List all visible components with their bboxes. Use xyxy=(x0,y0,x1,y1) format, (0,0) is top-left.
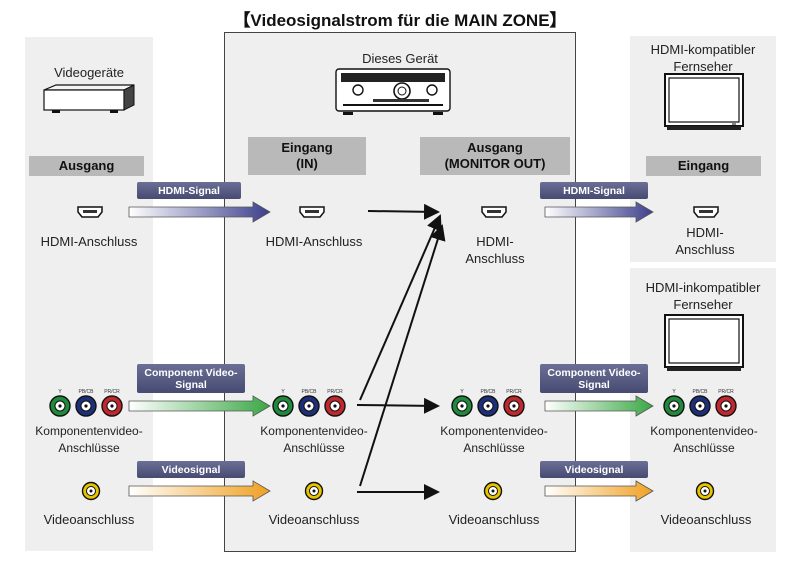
receiver-output-header: Ausgang (MONITOR OUT) xyxy=(420,137,570,175)
video-signal-tag: Videosignal xyxy=(137,461,245,478)
composite-jack-icon xyxy=(483,481,503,501)
component-arrow xyxy=(128,395,271,417)
receiver-out-hdmi-label: HDMI- Anschluss xyxy=(465,234,525,266)
route-arrow xyxy=(356,397,440,414)
non-hdmi-tv-label: HDMI-inkompatibler Fernseher xyxy=(645,280,761,312)
receiver-out-component-label: Komponentenvideo- Anschlüsse xyxy=(440,424,548,455)
player-icon xyxy=(43,84,135,113)
component-jack-label: Y xyxy=(672,389,676,395)
component-arrow xyxy=(544,395,654,417)
component-jack-label: Y xyxy=(281,389,285,395)
source-hdmi-label: HDMI-Anschluss xyxy=(40,234,138,249)
component-jack-label: PR/CR xyxy=(104,389,120,395)
tv-component-label: Komponentenvideo- Anschlüsse xyxy=(650,424,758,455)
hdmi-arrow xyxy=(128,201,271,223)
component-jack-label: PB/CB xyxy=(78,389,94,395)
hdmi-tv-hdmi-label: HDMI- Anschluss xyxy=(675,225,735,257)
hdmi-port-icon xyxy=(693,206,719,218)
receiver-in-hdmi-label: HDMI-Anschluss xyxy=(265,234,363,249)
hdmi-tv-label: HDMI-kompatibler Fernseher xyxy=(650,42,756,74)
receiver-panel xyxy=(224,32,576,552)
receiver-icon xyxy=(335,68,451,115)
component-jack-label: PB/CB xyxy=(301,389,317,395)
tv-icon xyxy=(664,73,744,130)
receiver-input-header: Eingang (IN) xyxy=(248,137,366,175)
receiver-out-video-label: Videoanschluss xyxy=(448,512,540,527)
hdmi-port-icon xyxy=(77,206,103,218)
source-video-label: Videoanschluss xyxy=(43,512,135,527)
hdmi-port-icon xyxy=(299,206,325,218)
composite-jack-icon xyxy=(695,481,715,501)
diagram-title: 【Videosignalstrom für die MAIN ZONE】 xyxy=(233,11,567,30)
tv-video-label: Videoanschluss xyxy=(660,512,752,527)
receiver-label: Dieses Gerät xyxy=(362,51,438,66)
component-jack-icon: Y PB/CB PR/CR xyxy=(49,389,123,417)
video-arrow xyxy=(544,480,654,502)
receiver-in-component-label: Komponentenvideo- Anschlüsse xyxy=(260,424,368,455)
source-output-header: Ausgang xyxy=(29,156,144,176)
receiver-in-video-label: Videoanschluss xyxy=(268,512,360,527)
hdmi-signal-tag: HDMI-Signal xyxy=(137,182,241,199)
component-jack-icon: Y PB/CB PR/CR xyxy=(272,389,346,417)
hdmi-tv-input-header: Eingang xyxy=(646,156,761,176)
composite-jack-icon xyxy=(81,481,101,501)
route-arrow xyxy=(359,224,446,487)
component-signal-tag: Component Video- Signal xyxy=(137,364,245,393)
component-jack-label: PB/CB xyxy=(480,389,496,395)
video-arrow xyxy=(128,480,271,502)
tv-icon xyxy=(664,314,744,371)
component-jack-icon: Y PB/CB PR/CR xyxy=(451,389,525,417)
component-jack-label: PR/CR xyxy=(327,389,343,395)
component-jack-label: PR/CR xyxy=(718,389,734,395)
route-arrow xyxy=(359,214,442,401)
component-jack-label: Y xyxy=(58,389,62,395)
component-jack-label: Y xyxy=(460,389,464,395)
hdmi-port-icon xyxy=(481,206,507,218)
hdmi-arrow xyxy=(544,201,654,223)
hdmi-signal-tag: HDMI-Signal xyxy=(540,182,648,199)
video-signal-tag: Videosignal xyxy=(540,461,648,478)
composite-jack-icon xyxy=(304,481,324,501)
source-device-label: Videogeräte xyxy=(54,65,124,80)
component-signal-tag: Component Video- Signal xyxy=(540,364,648,393)
route-arrow xyxy=(367,203,440,220)
component-jack-label: PB/CB xyxy=(692,389,708,395)
source-component-label: Komponentenvideo- Anschlüsse xyxy=(35,424,143,455)
component-jack-icon: Y PB/CB PR/CR xyxy=(663,389,737,417)
source-panel xyxy=(25,37,153,551)
component-jack-label: PR/CR xyxy=(506,389,522,395)
